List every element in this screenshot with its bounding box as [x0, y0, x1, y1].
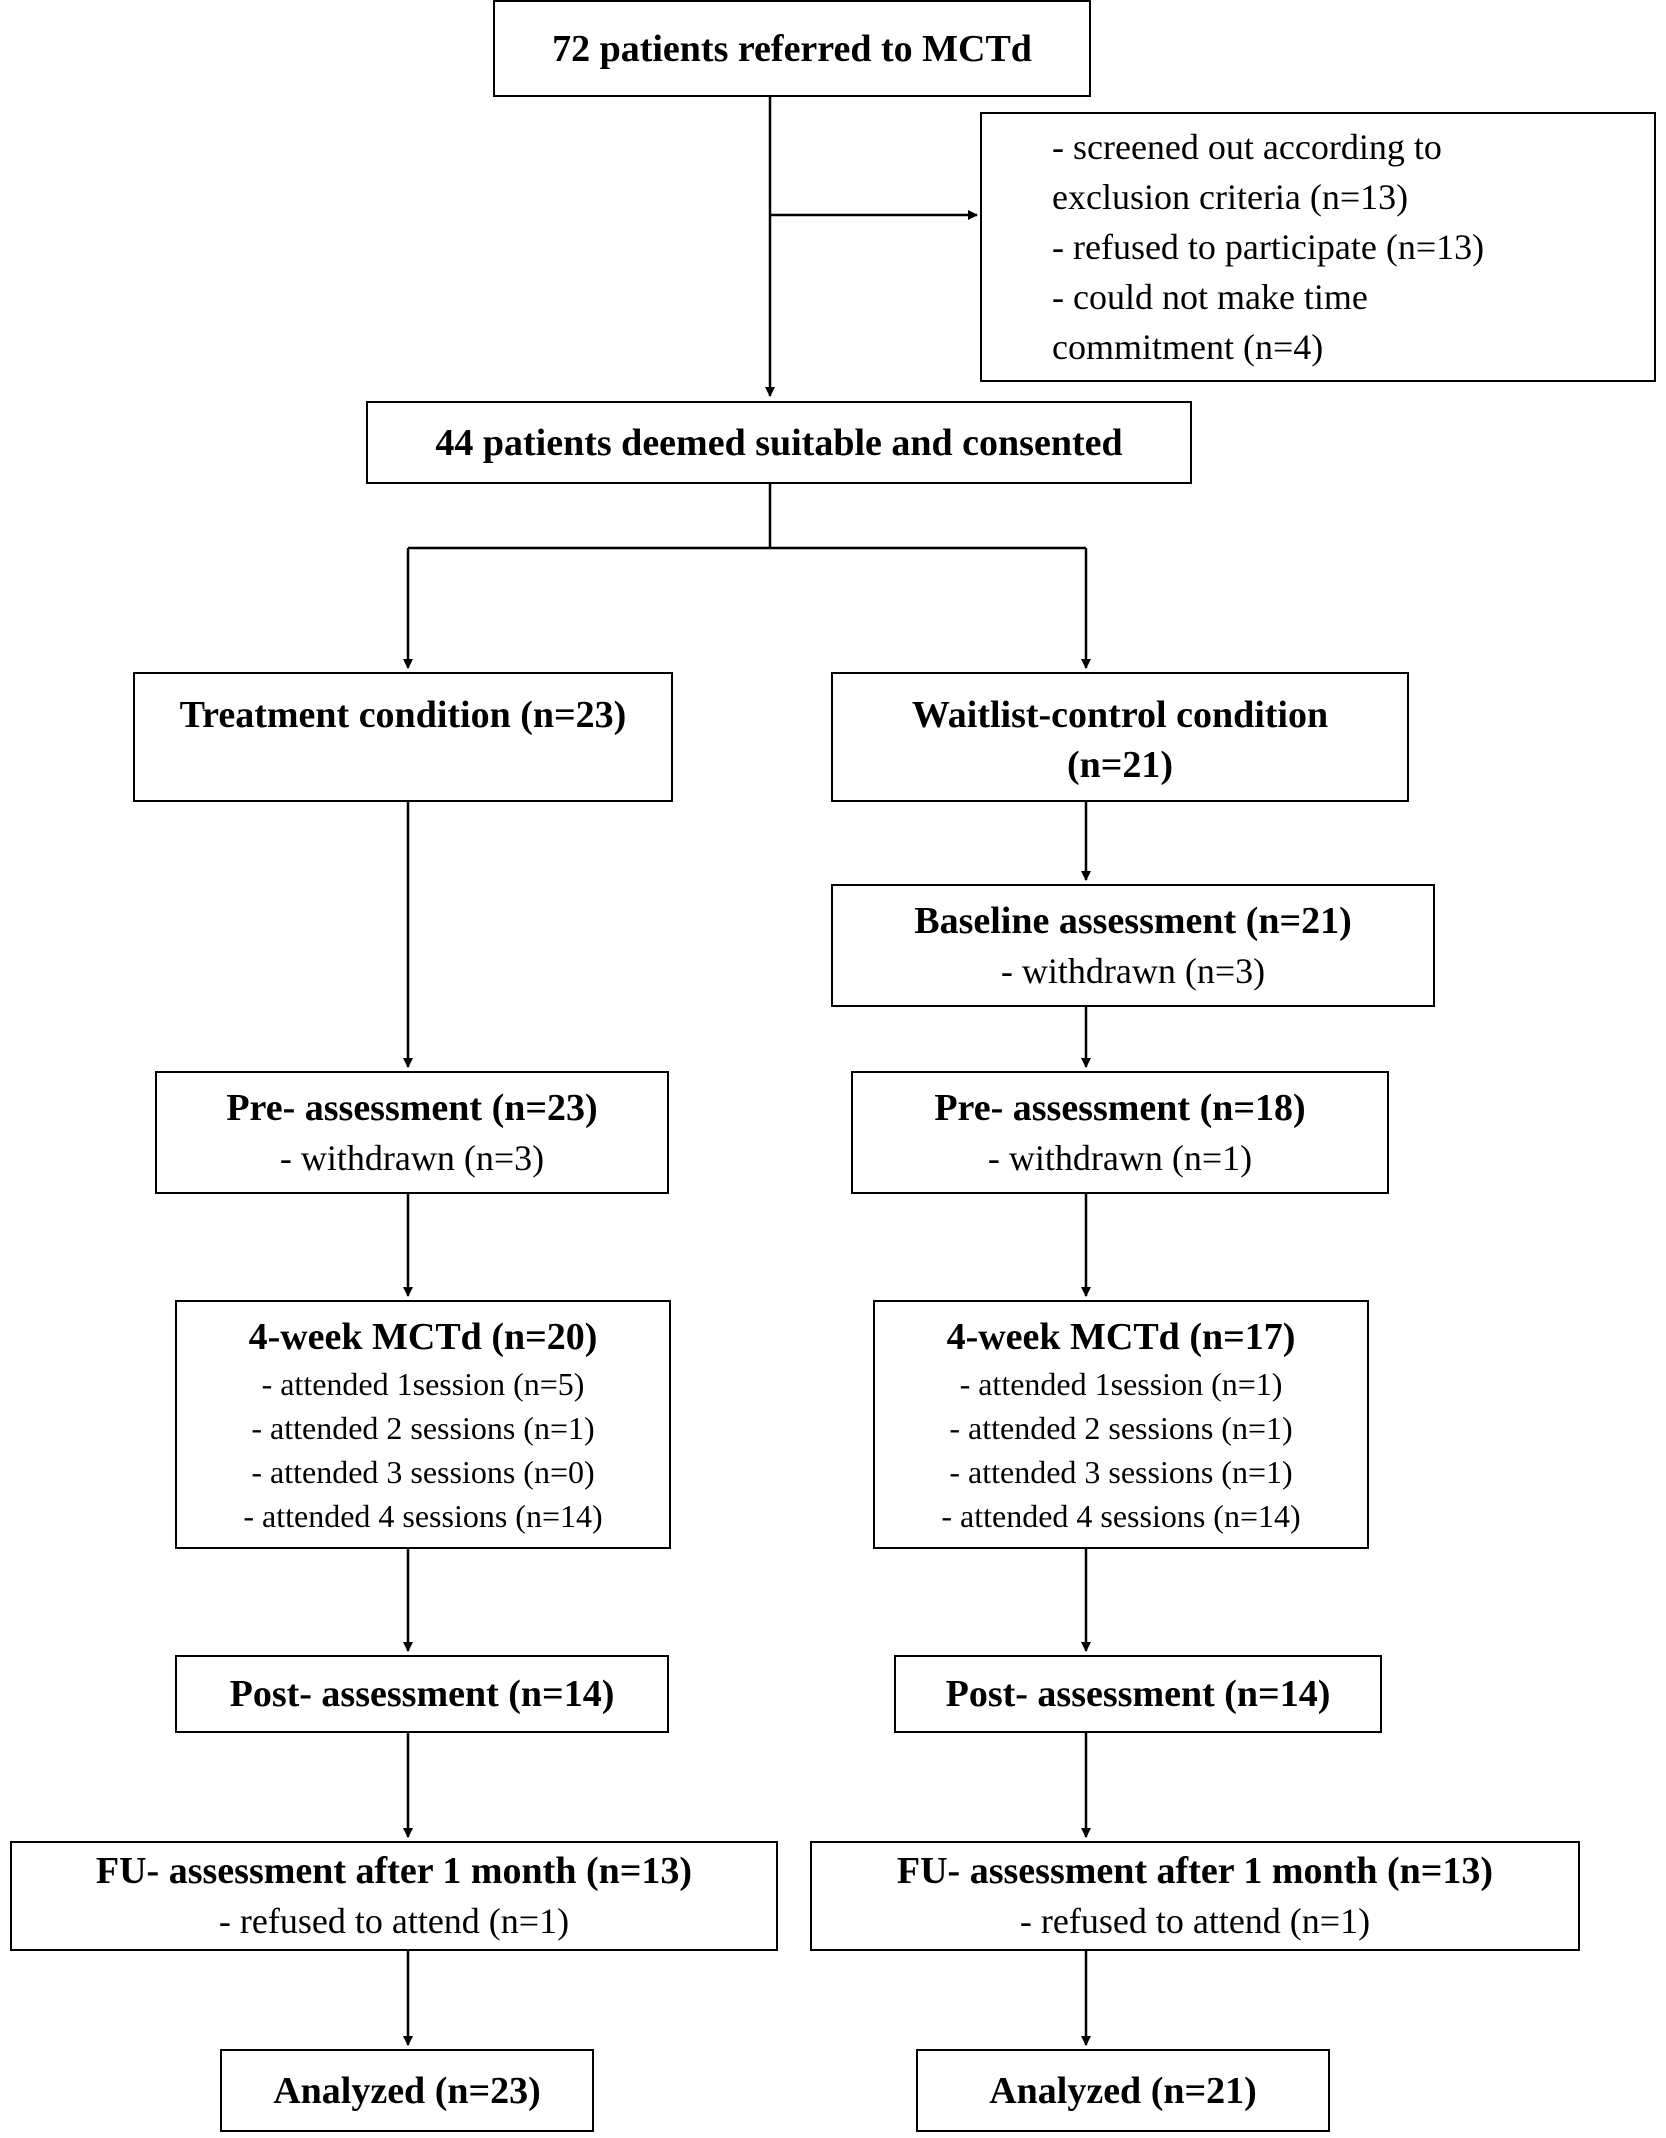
treatment-mctd-line: - attended 1session (n=5)	[261, 1365, 585, 1402]
waitlist-fu-note: - refused to attend (n=1)	[1019, 1901, 1371, 1941]
treatment-condition-box: Treatment condition (n=23)	[133, 672, 673, 802]
treatment-mctd-box: 4-week MCTd (n=20) - attended 1session (…	[175, 1300, 671, 1549]
exclusion-line: - screened out according to	[1052, 127, 1442, 167]
treatment-pre-box: Pre- assessment (n=23) - withdrawn (n=3)	[155, 1071, 669, 1194]
exclusion-line: - could not make time	[1052, 277, 1368, 317]
treatment-post-title: Post- assessment (n=14)	[229, 1673, 615, 1715]
treatment-fu-note: - refused to attend (n=1)	[218, 1901, 570, 1941]
waitlist-post-title: Post- assessment (n=14)	[945, 1673, 1331, 1715]
waitlist-mctd-line: - attended 3 sessions (n=1)	[949, 1453, 1293, 1490]
waitlist-pre-note: - withdrawn (n=1)	[987, 1137, 1253, 1178]
waitlist-pre-title: Pre- assessment (n=18)	[934, 1086, 1306, 1129]
waitlist-condition-count: (n=21)	[1066, 744, 1174, 786]
treatment-fu-box: FU- assessment after 1 month (n=13) - re…	[10, 1841, 778, 1951]
referred-box: 72 patients referred to MCTd	[493, 0, 1091, 97]
treatment-mctd-title: 4-week MCTd (n=20)	[248, 1315, 598, 1358]
consented-box: 44 patients deemed suitable and consente…	[366, 401, 1192, 484]
treatment-mctd-line: - attended 3 sessions (n=0)	[251, 1453, 595, 1490]
exclusions-box: - screened out according to exclusion cr…	[980, 112, 1656, 382]
waitlist-post-box: Post- assessment (n=14)	[894, 1655, 1382, 1733]
waitlist-mctd-line: - attended 2 sessions (n=1)	[949, 1409, 1293, 1446]
waitlist-mctd-line: - attended 4 sessions (n=14)	[941, 1497, 1301, 1534]
treatment-mctd-line: - attended 4 sessions (n=14)	[243, 1497, 603, 1534]
waitlist-baseline-title: Baseline assessment (n=21)	[914, 899, 1352, 942]
waitlist-mctd-box: 4-week MCTd (n=17) - attended 1session (…	[873, 1300, 1369, 1549]
waitlist-baseline-box: Baseline assessment (n=21) - withdrawn (…	[831, 884, 1435, 1007]
waitlist-baseline-note: - withdrawn (n=3)	[1000, 950, 1266, 991]
waitlist-mctd-title: 4-week MCTd (n=17)	[946, 1315, 1296, 1358]
referred-title: 72 patients referred to MCTd	[552, 27, 1032, 70]
treatment-post-box: Post- assessment (n=14)	[175, 1655, 669, 1733]
treatment-analyzed-title: Analyzed (n=23)	[273, 2069, 541, 2112]
treatment-pre-note: - withdrawn (n=3)	[279, 1137, 545, 1178]
exclusion-line: - refused to participate (n=13)	[1052, 227, 1485, 267]
exclusion-line: commitment (n=4)	[1052, 327, 1324, 367]
treatment-condition-title: Treatment condition (n=23)	[179, 694, 627, 736]
waitlist-condition-box: Waitlist-control condition (n=21)	[831, 672, 1409, 802]
consented-title: 44 patients deemed suitable and consente…	[435, 421, 1123, 464]
waitlist-fu-box: FU- assessment after 1 month (n=13) - re…	[810, 1841, 1580, 1951]
treatment-fu-title: FU- assessment after 1 month (n=13)	[95, 1850, 693, 1892]
exclusion-line: exclusion criteria (n=13)	[1052, 177, 1409, 217]
waitlist-pre-box: Pre- assessment (n=18) - withdrawn (n=1)	[851, 1071, 1389, 1194]
waitlist-condition-title: Waitlist-control condition	[911, 694, 1329, 736]
treatment-analyzed-box: Analyzed (n=23)	[220, 2049, 594, 2132]
waitlist-fu-title: FU- assessment after 1 month (n=13)	[896, 1850, 1494, 1892]
treatment-pre-title: Pre- assessment (n=23)	[226, 1086, 598, 1129]
treatment-mctd-line: - attended 2 sessions (n=1)	[251, 1409, 595, 1446]
waitlist-analyzed-title: Analyzed (n=21)	[989, 2069, 1257, 2112]
waitlist-analyzed-box: Analyzed (n=21)	[916, 2049, 1330, 2132]
waitlist-mctd-line: - attended 1session (n=1)	[959, 1365, 1283, 1402]
